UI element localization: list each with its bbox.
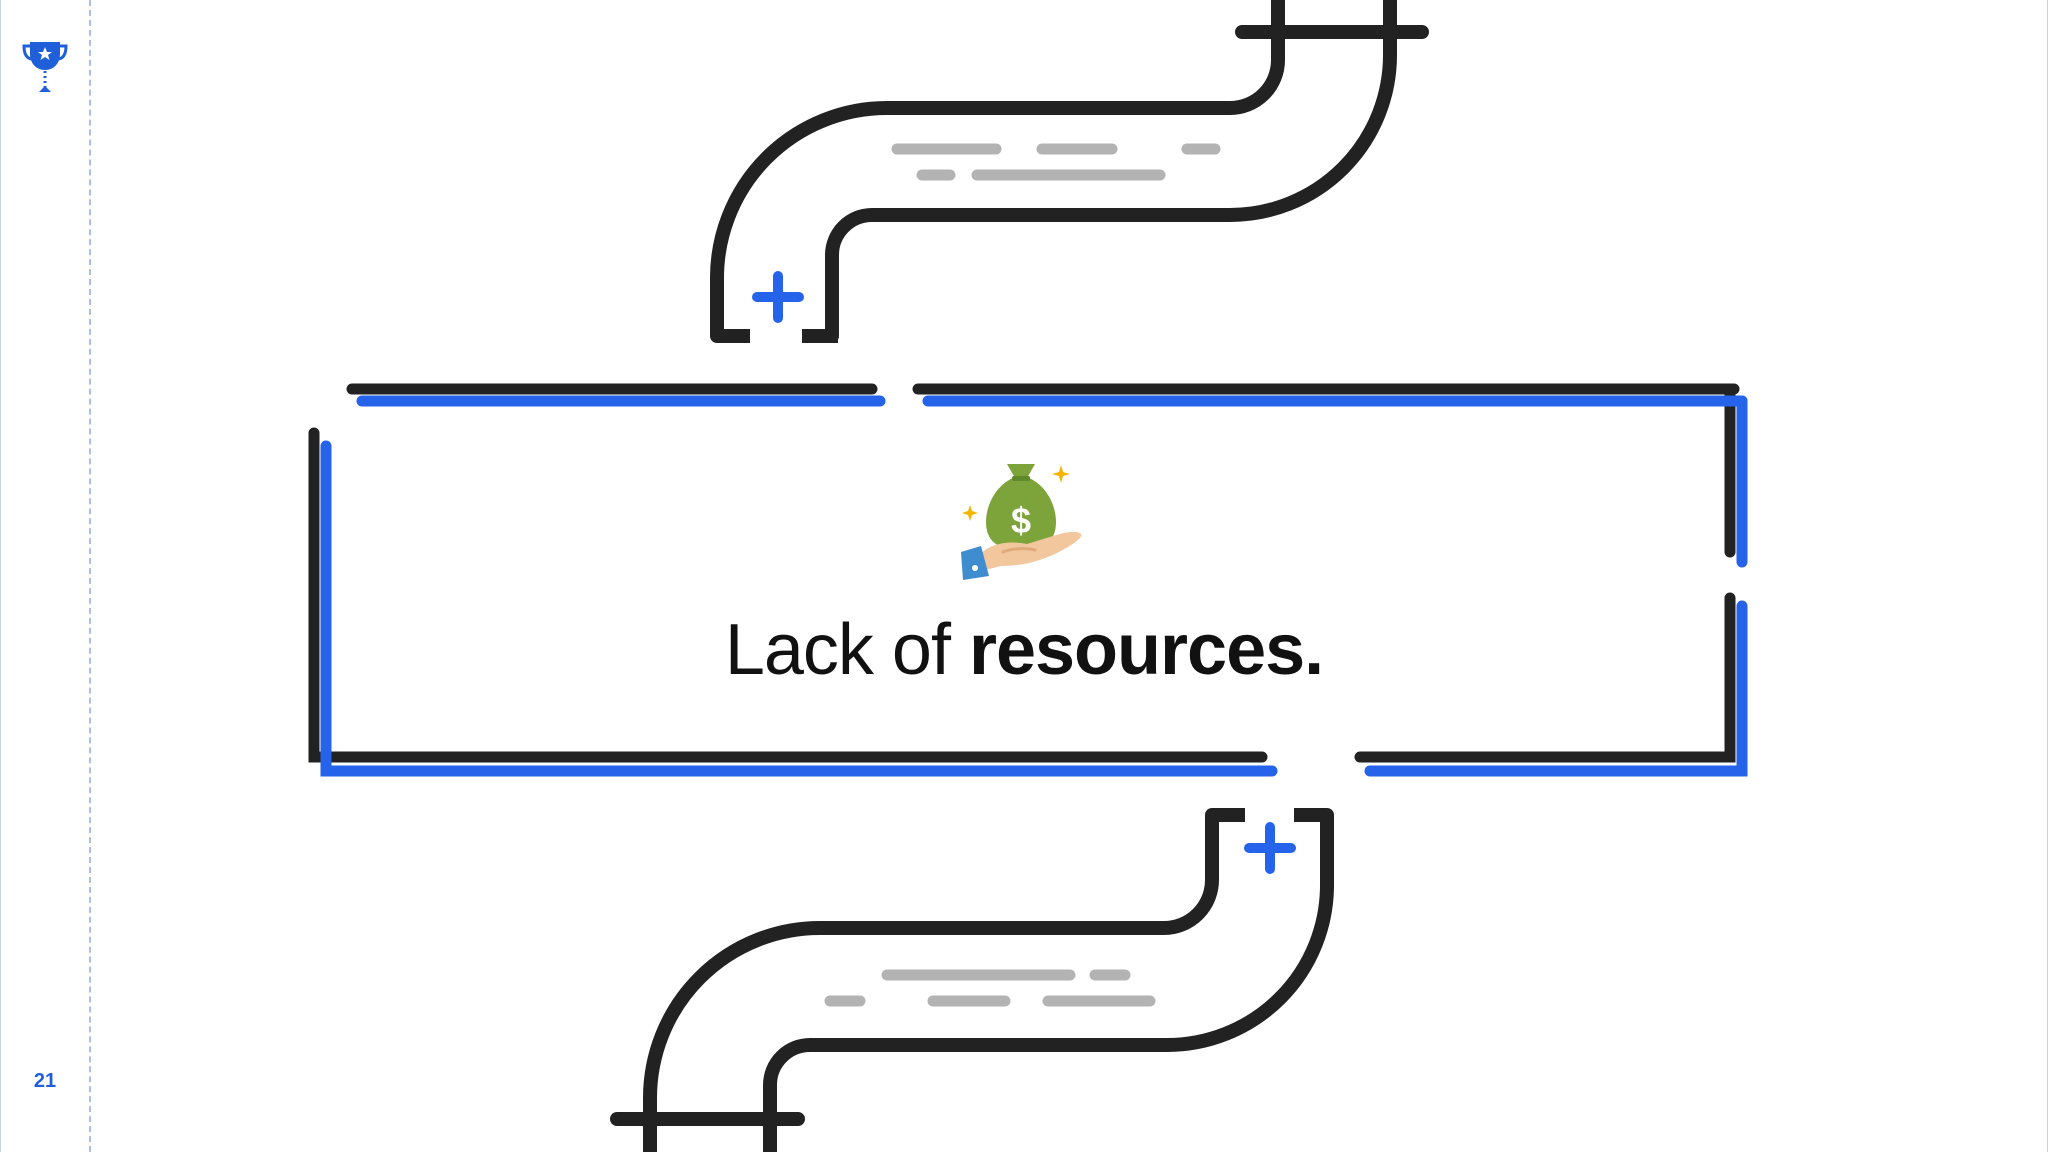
frame-outline-black — [308, 383, 1740, 763]
hand-holding-money-bag-icon: $ — [961, 464, 1082, 580]
plus-icon — [752, 271, 804, 323]
bottom-pipe-flow-lines — [824, 969, 1156, 1007]
frame-outline-blue — [320, 395, 1748, 777]
svg-text:$: $ — [1011, 500, 1031, 541]
plus-icon — [1244, 822, 1296, 874]
bottom-pipe — [610, 808, 1334, 1152]
top-pipe-flow-lines — [891, 143, 1221, 181]
headline-regular-text: Lack of — [724, 610, 969, 690]
page-number: 21 — [33, 1070, 57, 1092]
sidebar-guide-line — [89, 0, 91, 1152]
trophy-icon — [22, 42, 68, 92]
top-pipe — [709, 0, 1429, 343]
slide-headline: Lack of resources. — [624, 608, 1424, 692]
headline-bold-text: resources. — [968, 610, 1324, 690]
